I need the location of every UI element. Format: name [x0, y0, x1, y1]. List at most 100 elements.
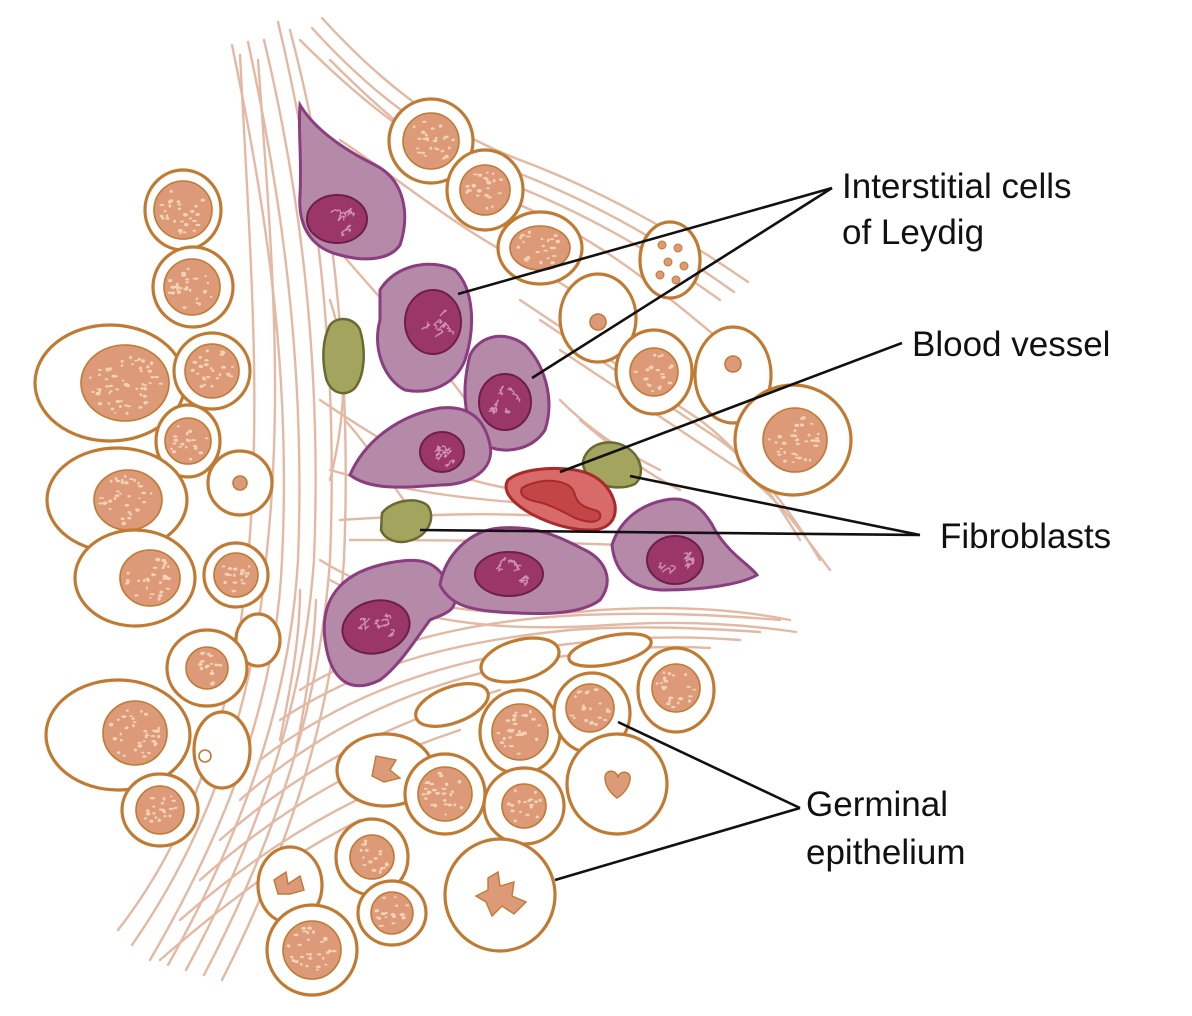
chromatin-speckle — [810, 439, 815, 442]
chromatin-speckle — [308, 956, 313, 960]
germ-cell — [496, 210, 584, 286]
germ-cell — [356, 879, 428, 947]
chromatin-speckle — [590, 720, 594, 725]
chromatin-speckle — [793, 429, 797, 432]
chromatin-speckle — [228, 375, 234, 378]
chromatin-speckle — [149, 819, 154, 823]
chromatin-speckle — [143, 729, 148, 733]
chromatin-speckle — [115, 479, 121, 483]
chromatin-speckle — [155, 729, 161, 733]
chromatin-speckle — [200, 652, 205, 656]
chromatin-speckle — [146, 809, 150, 813]
chromatin-speckle — [429, 146, 433, 150]
chromatin-speckle — [382, 896, 386, 900]
chromatin-speckle — [517, 800, 521, 804]
chromatin-speckle — [163, 814, 167, 818]
chromatin-speckle — [447, 803, 453, 807]
chromatin-speckle — [185, 278, 190, 281]
chromatin-speckle — [305, 964, 309, 968]
chromatin-speckle — [195, 223, 201, 227]
leydig-nucleus — [306, 194, 368, 244]
chromatin-speckle — [149, 492, 153, 495]
chromatin-speckle — [147, 751, 151, 755]
chromatin-speckle — [581, 707, 586, 711]
chromatin-speckle — [115, 399, 121, 403]
chromatin-speckle — [142, 394, 147, 397]
chromatin-speckle — [525, 813, 530, 817]
chromatin-speckle — [523, 257, 528, 261]
chromatin-speckle — [142, 740, 146, 743]
chromatin-speckle — [399, 913, 405, 917]
chromatin-strand — [498, 557, 507, 567]
chromatin-speckle — [391, 922, 396, 925]
chromatin-speckle — [291, 958, 295, 963]
chromatin-speckle — [546, 257, 550, 260]
chromatin-speckle — [421, 793, 426, 796]
chromatin-speckle — [476, 194, 480, 197]
chromatin-speckle — [457, 780, 462, 784]
chromatin-speckle — [188, 429, 193, 433]
chromatin-strand — [439, 322, 455, 335]
chromatin-speckle — [204, 437, 209, 440]
chromatin-speckle — [168, 807, 174, 811]
chromatin-speckle — [192, 219, 197, 222]
chromatin-speckle — [492, 179, 496, 183]
germ-cell — [387, 97, 475, 185]
chromatin-speckle — [305, 953, 309, 956]
chromatin-speckle — [513, 819, 517, 823]
chromatin-speckle — [316, 965, 321, 969]
chromatin-speckle — [362, 856, 365, 859]
chromatin-speckle — [124, 727, 129, 730]
nucleus-chromatin-speckles — [89, 120, 821, 971]
chromatin-speckle — [142, 755, 147, 758]
chromatin-speckle — [800, 417, 804, 420]
chromatin-strand — [357, 623, 370, 631]
chromatin-speckle — [99, 497, 105, 499]
chromatin-speckle — [508, 745, 514, 748]
chromatin-speckle — [791, 452, 797, 455]
chromatin-speckle — [324, 963, 328, 966]
chromatin-speckle — [437, 771, 443, 775]
chromatin-speckle — [364, 848, 369, 852]
leader-line-leydig-1 — [457, 186, 833, 296]
chromatin-speckle — [662, 671, 666, 674]
chromatin-speckle — [774, 441, 778, 444]
chromatin-speckle — [159, 808, 163, 811]
chromatin-speckle — [663, 679, 669, 683]
chromatin-speckle — [115, 388, 119, 391]
chromatin-speckle — [108, 391, 111, 395]
chromatin-speckle — [603, 718, 608, 722]
chromatin-speckle — [199, 384, 204, 388]
chromatin-speckle — [145, 586, 149, 590]
chromatin-speckle — [159, 581, 162, 585]
chromatin-speckle — [584, 718, 589, 723]
chromatin-speckle — [781, 441, 787, 445]
chromatin-strand — [380, 618, 390, 628]
chromatin-speckle — [505, 719, 511, 722]
chromatin-speckle — [471, 183, 476, 188]
chromatin-speckle — [178, 446, 183, 448]
chromatin-speckle — [519, 236, 523, 240]
chromatin-speckle — [218, 663, 223, 667]
chromatin-speckle — [120, 364, 124, 367]
germ-cell — [206, 449, 274, 517]
chromatin-speckle — [161, 558, 166, 563]
chromatin-speckle — [668, 698, 671, 703]
chromatin-speckle — [206, 281, 210, 285]
label-of-leydig: of Leydig — [842, 213, 984, 252]
chromatin-speckle — [526, 235, 531, 238]
chromatin-speckle — [485, 178, 489, 182]
chromatin-speckle — [543, 249, 549, 252]
chromatin-speckle — [535, 737, 539, 741]
chromatin-speckle — [423, 154, 427, 157]
chromatin-speckle — [190, 209, 195, 213]
chromatin-speckle — [390, 913, 396, 917]
chromatin-speckle — [150, 376, 154, 379]
chromatin-speckle — [122, 379, 125, 382]
chromatin-speckle — [514, 789, 517, 793]
chromatin-speckle — [194, 204, 198, 208]
chromatin-speckle — [185, 281, 189, 284]
chromatin-speckle — [105, 385, 110, 388]
chromatin-speckle — [179, 220, 185, 223]
